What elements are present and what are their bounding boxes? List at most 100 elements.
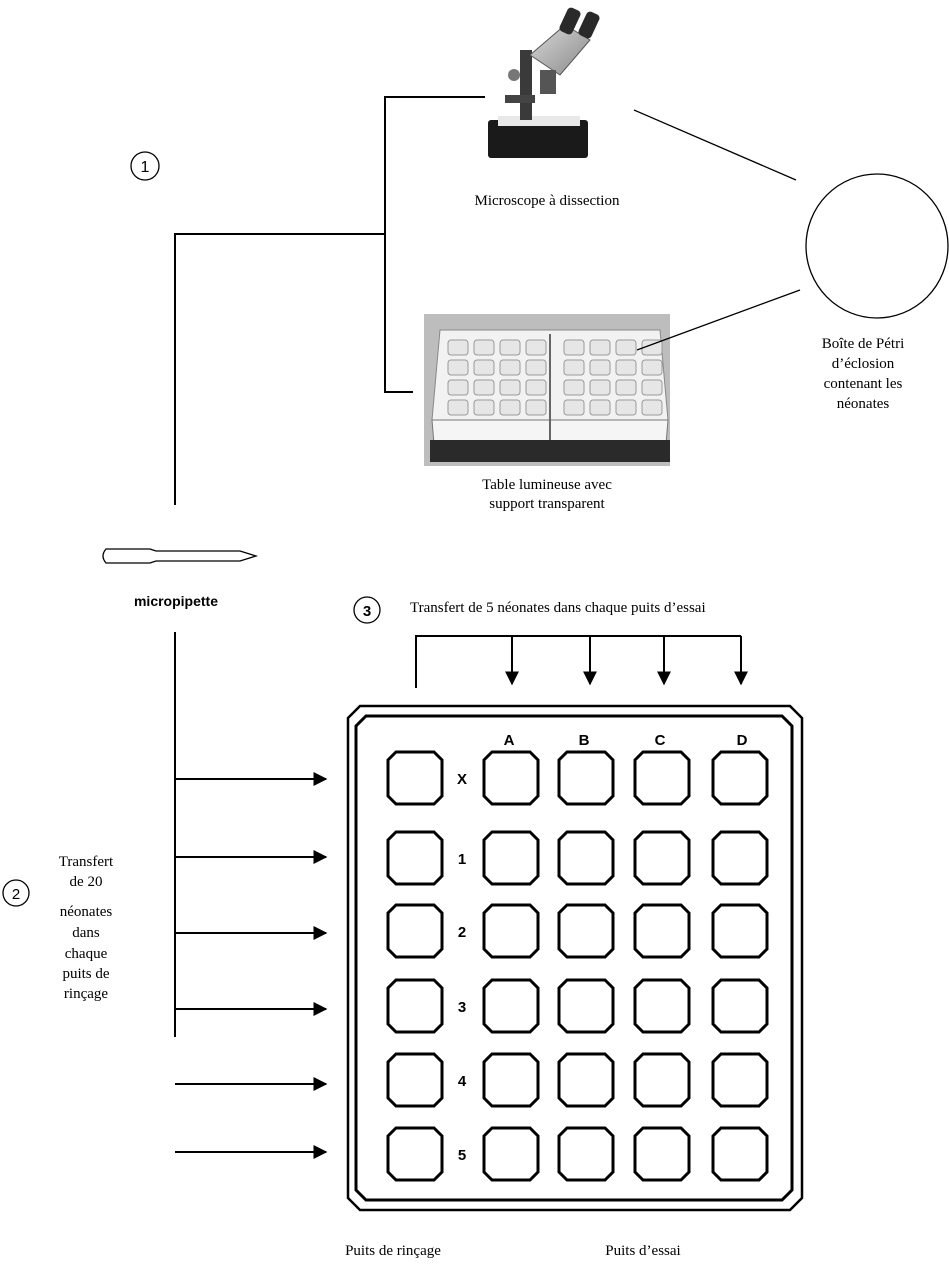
rinse-well	[386, 750, 444, 806]
transfer-20-line1: Transfert	[59, 854, 114, 870]
light-table-well	[447, 379, 469, 396]
transfer-20-line3: néonates	[60, 904, 113, 920]
light-table-well	[615, 379, 637, 396]
test-well	[711, 978, 769, 1034]
light-table-label-line1: Table lumineuse avec	[482, 477, 612, 493]
step-2-label: 2	[12, 886, 20, 903]
step-3-marker: 3	[353, 596, 381, 624]
step-1-label: 1	[141, 159, 150, 176]
light-table-well	[615, 339, 637, 356]
light-table-well	[615, 399, 637, 416]
light-table-well	[563, 359, 585, 376]
test-well	[711, 830, 769, 886]
light-table-well	[589, 359, 611, 376]
rinse-wells-label: Puits de rinçage	[345, 1243, 441, 1259]
test-well	[557, 903, 615, 959]
petri-dish-icon	[805, 173, 949, 319]
light-table-well	[589, 379, 611, 396]
light-table-label-line2: support transparent	[489, 496, 605, 512]
step-3-label: 3	[363, 603, 371, 620]
test-well	[633, 978, 691, 1034]
transfer-5-label: Transfert de 5 néonates dans chaque puit…	[410, 600, 706, 616]
microscope-label: Microscope à dissection	[475, 193, 620, 209]
transfer-20-line7: rinçage	[64, 986, 108, 1002]
light-table-well	[473, 339, 495, 356]
light-table-well	[525, 399, 547, 416]
light-table-well	[563, 379, 585, 396]
light-table-well	[563, 399, 585, 416]
rinse-well	[386, 978, 444, 1034]
test-well	[633, 903, 691, 959]
test-well	[557, 978, 615, 1034]
rinse-well	[386, 830, 444, 886]
step-2-marker: 2	[2, 879, 30, 907]
petri-label-line1: Boîte de Pétri	[822, 336, 905, 352]
micropipette-label: micropipette	[134, 593, 218, 609]
light-table-well	[525, 359, 547, 376]
light-table-well	[525, 339, 547, 356]
microscope-icon	[488, 7, 600, 158]
rinse-well	[386, 903, 444, 959]
test-well	[633, 1126, 691, 1182]
well-plate	[346, 704, 804, 1212]
plate-row-label: 2	[458, 924, 466, 941]
light-table-well	[499, 399, 521, 416]
petri-to-light-table-line	[636, 289, 801, 351]
rinse-well	[386, 1126, 444, 1182]
plate-row-label: 1	[458, 851, 466, 868]
test-well	[482, 1052, 540, 1108]
transfer-20-line4: dans	[72, 925, 100, 941]
plate-column-label: A	[504, 732, 515, 749]
plate-row-labels: X 1 2 3 4 5	[457, 771, 467, 1164]
light-table-well	[499, 339, 521, 356]
light-table-well	[447, 399, 469, 416]
light-table-wells	[447, 339, 663, 416]
light-table-well	[499, 379, 521, 396]
plate-row-label: 4	[458, 1073, 467, 1090]
light-table-well	[525, 379, 547, 396]
micropipette-icon	[102, 548, 259, 564]
step-1-bracket	[174, 96, 485, 505]
test-well	[711, 1052, 769, 1108]
test-well	[482, 1126, 540, 1182]
light-table-well	[641, 359, 663, 376]
test-well	[711, 1126, 769, 1182]
test-well	[711, 903, 769, 959]
light-table-well	[499, 359, 521, 376]
test-well	[482, 830, 540, 886]
test-well	[482, 903, 540, 959]
transfer-20-line6: puits de	[62, 966, 109, 982]
test-well	[557, 1126, 615, 1182]
plate-row-label: 5	[458, 1147, 466, 1164]
test-well	[633, 830, 691, 886]
test-well	[482, 750, 540, 806]
step-3-arrows	[415, 635, 748, 688]
test-well	[557, 830, 615, 886]
petri-to-microscope-line	[633, 109, 797, 181]
plate-column-label: D	[737, 732, 748, 749]
petri-label-line3: contenant les	[824, 376, 903, 392]
transfer-20-line2: de 20	[70, 874, 103, 890]
light-table-well	[447, 359, 469, 376]
test-well	[482, 978, 540, 1034]
light-table-well	[563, 339, 585, 356]
light-table-well	[447, 339, 469, 356]
test-well	[711, 750, 769, 806]
plate-column-label: B	[579, 732, 590, 749]
transfer-20-line5: chaque	[65, 946, 108, 962]
light-table-well	[641, 399, 663, 416]
plate-row-label: 3	[458, 999, 466, 1016]
petri-label-line4: néonates	[837, 396, 890, 412]
test-well	[557, 1052, 615, 1108]
light-table-well	[641, 379, 663, 396]
plate-row-label: X	[457, 771, 467, 788]
test-well	[633, 1052, 691, 1108]
test-well	[557, 750, 615, 806]
light-table-well	[615, 359, 637, 376]
test-well	[633, 750, 691, 806]
rinse-well	[386, 1052, 444, 1108]
light-table-well	[473, 379, 495, 396]
